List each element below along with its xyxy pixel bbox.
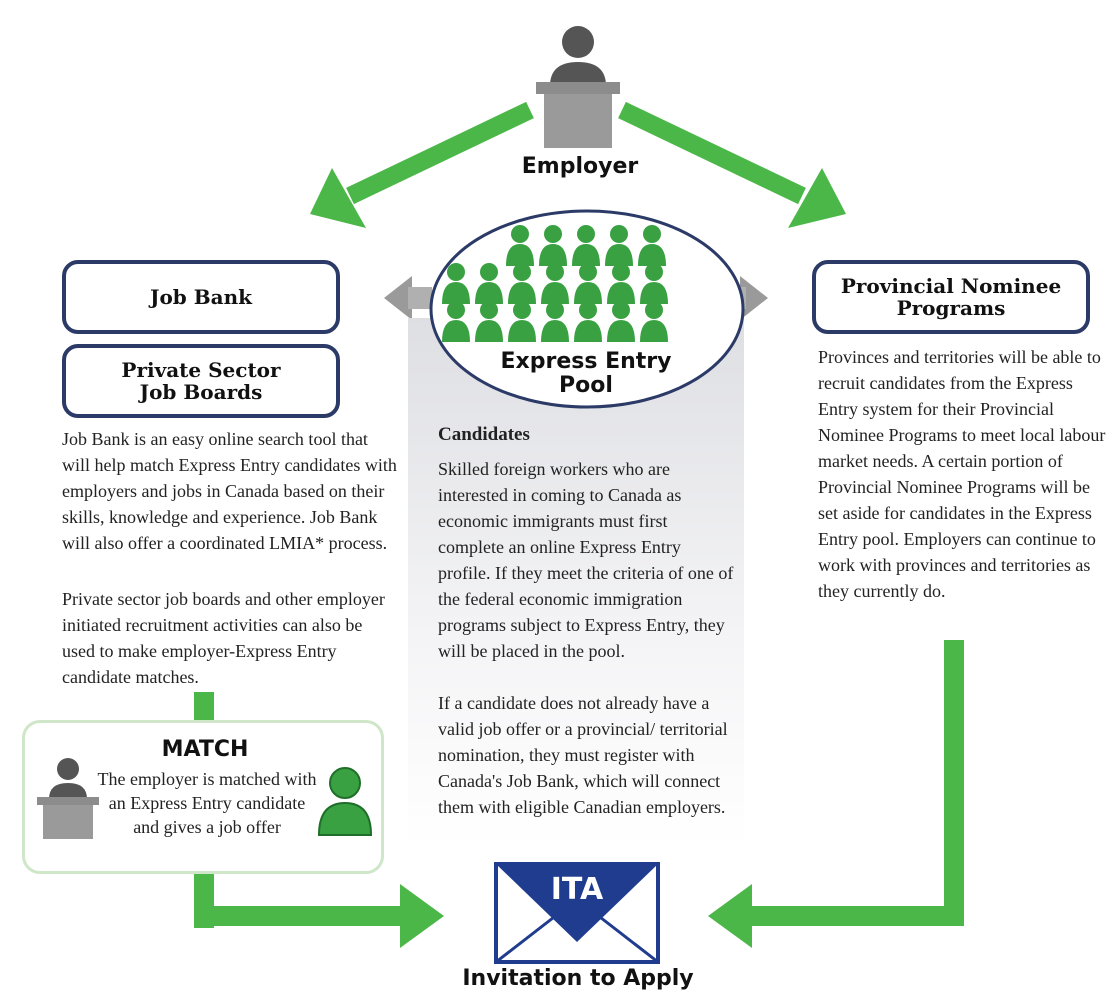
left-paragraph-1: Job Bank is an easy online search tool t… — [62, 429, 397, 553]
person-body — [442, 282, 470, 304]
person-body — [640, 320, 668, 342]
person-icon — [579, 301, 597, 319]
arrow-match-to-ita — [194, 872, 444, 948]
person-icon — [546, 301, 564, 319]
person-icon — [643, 225, 661, 243]
provincial-nominee-programs-box: Provincial Nominee Programs — [812, 260, 1090, 334]
person-icon — [610, 225, 628, 243]
person-body — [605, 244, 633, 266]
person-icon — [480, 263, 498, 281]
person-body — [574, 320, 602, 342]
person-icon — [546, 263, 564, 281]
person-body — [607, 320, 635, 342]
person-icon — [513, 263, 531, 281]
candidate-group-icon — [442, 225, 668, 342]
job-bank-box: Job Bank — [62, 260, 340, 334]
person-icon — [645, 301, 663, 319]
person-icon — [513, 301, 531, 319]
match-title: MATCH — [161, 737, 249, 762]
person-icon — [317, 767, 373, 836]
pool-arrow-right — [740, 276, 768, 320]
person-body — [607, 282, 635, 304]
person-icon — [579, 263, 597, 281]
employer-desk-icon — [536, 26, 620, 148]
person-body — [541, 320, 569, 342]
person-body — [640, 282, 668, 304]
person-body — [442, 320, 470, 342]
center-paragraph-1: Skilled foreign workers who are interest… — [438, 459, 734, 661]
person-body — [508, 320, 536, 342]
ita-caption: Invitation to Apply — [462, 966, 694, 991]
left-paragraph-2: Private sector job boards and other empl… — [62, 589, 385, 687]
person-body — [475, 282, 503, 304]
envelope-icon — [494, 862, 660, 964]
person-icon — [480, 301, 498, 319]
match-text: The employer is matched with an Express … — [97, 769, 317, 837]
person-icon — [645, 263, 663, 281]
person-icon — [447, 263, 465, 281]
ita-label: ITA — [550, 872, 604, 907]
person-icon — [612, 263, 630, 281]
right-paragraph: Provinces and territories will be able t… — [818, 347, 1106, 601]
candidate-pool-icon — [429, 209, 745, 409]
person-body — [541, 282, 569, 304]
arrow-pnp-to-ita — [708, 640, 964, 948]
person-body — [638, 244, 666, 266]
match-box: MATCH The employer is matched with an Ex… — [22, 720, 384, 874]
person-icon — [577, 225, 595, 243]
arrow-employer-to-right — [618, 101, 846, 228]
person-icon — [511, 225, 529, 243]
person-body — [539, 244, 567, 266]
employer-desk-icon — [37, 758, 99, 839]
person-icon — [612, 301, 630, 319]
person-body — [506, 244, 534, 266]
pool-title: Express Entry Pool — [500, 349, 672, 398]
person-body — [574, 282, 602, 304]
person-body — [508, 282, 536, 304]
pool-arrow-left — [384, 276, 412, 320]
person-icon — [544, 225, 562, 243]
employer-label: Employer — [521, 154, 639, 179]
person-body — [572, 244, 600, 266]
person-icon — [447, 301, 465, 319]
center-paragraph-2: If a candidate does not already have a v… — [438, 693, 728, 817]
connector-left-to-match — [194, 692, 214, 722]
private-sector-job-boards-box: Private Sector Job Boards — [62, 344, 340, 418]
arrow-employer-to-left — [310, 101, 534, 228]
person-body — [475, 320, 503, 342]
candidates-heading: Candidates — [438, 424, 530, 445]
